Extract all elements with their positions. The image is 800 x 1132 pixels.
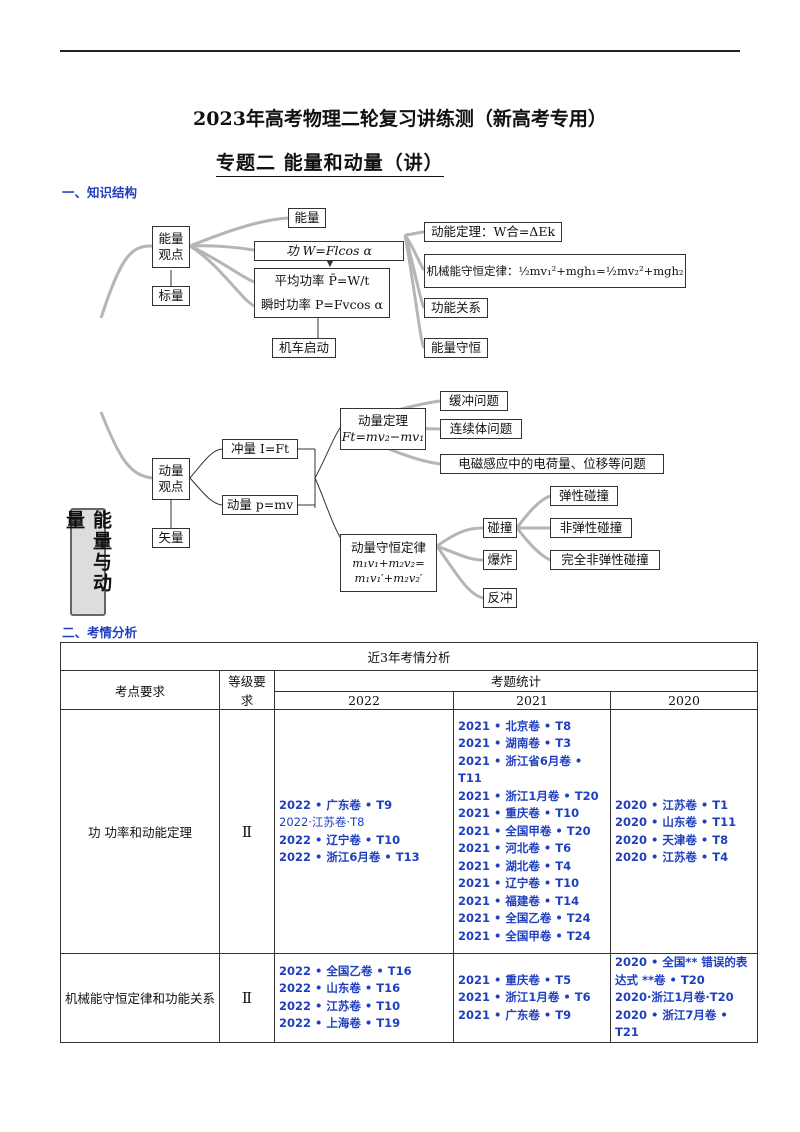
row-point: 机械能守恒定律和功能关系 (60, 953, 220, 1043)
node-continuum: 连续体问题 (440, 419, 522, 439)
exam-ref: 2022 • 辽宁卷 • T10 (279, 832, 401, 847)
row-level: Ⅱ (219, 709, 275, 954)
exam-ref: 2021 • 辽宁卷 • T10 (458, 876, 580, 891)
knowledge-mindmap: 能量与动量 能量观点 标量 能量 功 W=Flcos α 平均功率 P̄=W/t… (0, 190, 800, 620)
exam-ref: 2020 • 山东卷 • T11 (615, 815, 737, 829)
node-work-energy: 功能关系 (424, 298, 488, 318)
node-vector: 矢量 (152, 528, 190, 548)
exam-ref: 2020 • 江苏卷 • T1 (615, 797, 729, 812)
node-work: 功 W=Flcos α (254, 241, 404, 261)
exam-ref: 2021 • 重庆卷 • T5 (458, 972, 572, 987)
momentum-theorem-title: 动量定理 (357, 412, 408, 428)
header-year-2020: 2020 (610, 690, 758, 711)
instant-power-formula: 瞬时功率 P=Fvcos α (261, 296, 383, 312)
node-energy-view: 能量观点 (152, 226, 190, 268)
node-explosion: 爆炸 (483, 550, 517, 570)
exam-analysis-table: 近3年考情分析 考点要求 等级要求 考题统计 2022 2021 2020 功 … (60, 642, 758, 1043)
momentum-conservation-title: 动量守恒定律 (350, 539, 426, 555)
exam-ref: 2021 • 浙江1月卷 • T20 (458, 788, 599, 803)
exam-ref: 2020 • 全国** 错误的表达式 **卷 • T20 (615, 955, 748, 987)
exam-ref: 2021 • 北京卷 • T8 (458, 718, 572, 733)
exam-ref: 2021 • 浙江省6月卷 • T11 (458, 753, 583, 786)
section-heading-analysis: 二、考情分析 (62, 625, 138, 640)
exam-ref: 2022 • 浙江6月卷 • T13 (279, 850, 420, 864)
exam-ref: 2020·浙江1月卷·T20 (615, 990, 734, 1004)
section-heading-structure: 一、知识结构 (62, 185, 138, 200)
header-year-2022: 2022 (274, 690, 454, 711)
page-subtitle: 专题二 能量和动量（讲） (216, 148, 444, 177)
momentum-conservation-formula-2: m₁v₁′+m₂v₂′ (354, 571, 423, 586)
node-recoil: 反冲 (483, 588, 517, 608)
exam-ref: 2021 • 重庆卷 • T10 (458, 806, 580, 821)
exam-ref: 2021 • 全国乙卷 • T24 (458, 911, 591, 926)
header-stats: 考题统计 (274, 670, 758, 692)
node-elastic: 弹性碰撞 (550, 486, 618, 506)
exam-ref: 2021 • 河北卷 • T6 (458, 841, 572, 856)
node-momentum: 动量 p=mv (222, 495, 298, 515)
exam-ref: 2022 • 全国乙卷 • T16 (279, 963, 412, 978)
exam-ref: 2022·江苏卷·T8 (279, 815, 365, 829)
node-scalar: 标量 (152, 286, 190, 306)
row-2020-cell: 2020 • 全国** 错误的表达式 **卷 • T20 2020·浙江1月卷·… (610, 953, 758, 1043)
exam-ref: 2021 • 湖南卷 • T3 (458, 736, 572, 751)
node-momentum-view: 动量观点 (152, 458, 190, 500)
node-power: 平均功率 P̄=W/t 瞬时功率 P=Fvcos α (254, 268, 390, 318)
exam-ref: 2021 • 全国甲卷 • T20 (458, 823, 591, 838)
exam-ref: 2022 • 江苏卷 • T10 (279, 998, 401, 1013)
exam-ref: 2021 • 浙江1月卷 • T6 (458, 990, 591, 1004)
node-mech-conservation: 机械能守恒定律：½mv₁²+mgh₁=½mv₂²+mgh₂ (424, 254, 686, 288)
table-row: 功 功率和动能定理 Ⅱ 2022 • 广东卷 • T9 2022·江苏卷·T8 … (60, 709, 758, 954)
header-point: 考点要求 (60, 670, 220, 710)
exam-ref: 2022 • 广东卷 • T9 (279, 797, 393, 812)
node-energy: 能量 (288, 208, 326, 228)
exam-ref: 2020 • 江苏卷 • T4 (615, 850, 729, 864)
exam-ref: 2022 • 山东卷 • T16 (279, 981, 401, 996)
node-momentum-theorem: 动量定理 Ft=mv₂−mv₁ (340, 408, 426, 450)
exam-ref: 2020 • 天津卷 • T8 (615, 832, 729, 847)
row-2021-cell: 2021 • 北京卷 • T8 2021 • 湖南卷 • T3 2021 • 浙… (453, 709, 611, 954)
table-caption: 近3年考情分析 (60, 642, 758, 671)
node-impulse: 冲量 I=Ft (222, 439, 298, 459)
row-point: 功 功率和动能定理 (60, 709, 220, 954)
node-inelastic: 非弹性碰撞 (550, 518, 632, 538)
row-2021-cell: 2021 • 重庆卷 • T5 2021 • 浙江1月卷 • T6 2021 •… (453, 953, 611, 1043)
row-2022-cell: 2022 • 广东卷 • T9 2022·江苏卷·T8 2022 • 辽宁卷 •… (274, 709, 454, 954)
header-rule (60, 50, 740, 52)
node-collision: 碰撞 (483, 518, 517, 538)
row-level: Ⅱ (219, 953, 275, 1043)
header-level: 等级要求 (219, 670, 275, 710)
exam-ref: 2021 • 全国甲卷 • T24 (458, 928, 591, 943)
exam-ref: 2021 • 湖北卷 • T4 (458, 858, 572, 873)
node-em-induction: 电磁感应中的电荷量、位移等问题 (440, 454, 664, 474)
exam-ref: 2020 • 浙江7月卷 • T21 (615, 1007, 728, 1040)
exam-ref: 2021 • 福建卷 • T14 (458, 893, 580, 908)
page-title: 2023年高考物理二轮复习讲练测（新高考专用） (193, 108, 607, 130)
momentum-conservation-formula-1: m₁v₁+m₂v₂= (352, 556, 425, 571)
node-perfect-inelastic: 完全非弹性碰撞 (550, 550, 660, 570)
avg-power-formula: 平均功率 P̄=W/t (274, 272, 370, 288)
node-energy-conservation: 能量守恒 (424, 338, 488, 358)
node-car-start: 机车启动 (272, 338, 336, 358)
row-2022-cell: 2022 • 全国乙卷 • T16 2022 • 山东卷 • T16 2022 … (274, 953, 454, 1043)
node-ke-theorem: 动能定理：W合=ΔEk (424, 222, 562, 242)
momentum-theorem-formula: Ft=mv₂−mv₁ (341, 429, 425, 444)
node-momentum-conservation: 动量守恒定律 m₁v₁+m₂v₂= m₁v₁′+m₂v₂′ (340, 534, 437, 592)
table-row: 机械能守恒定律和功能关系 Ⅱ 2022 • 全国乙卷 • T16 2022 • … (60, 953, 758, 1043)
exam-ref: 2021 • 广东卷 • T9 (458, 1007, 572, 1022)
node-buffer: 缓冲问题 (440, 391, 508, 411)
mindmap-root: 能量与动量 (63, 508, 112, 616)
header-year-2021: 2021 (453, 690, 611, 711)
exam-ref: 2022 • 上海卷 • T19 (279, 1016, 401, 1031)
row-2020-cell: 2020 • 江苏卷 • T1 2020 • 山东卷 • T11 2020 • … (610, 709, 758, 954)
